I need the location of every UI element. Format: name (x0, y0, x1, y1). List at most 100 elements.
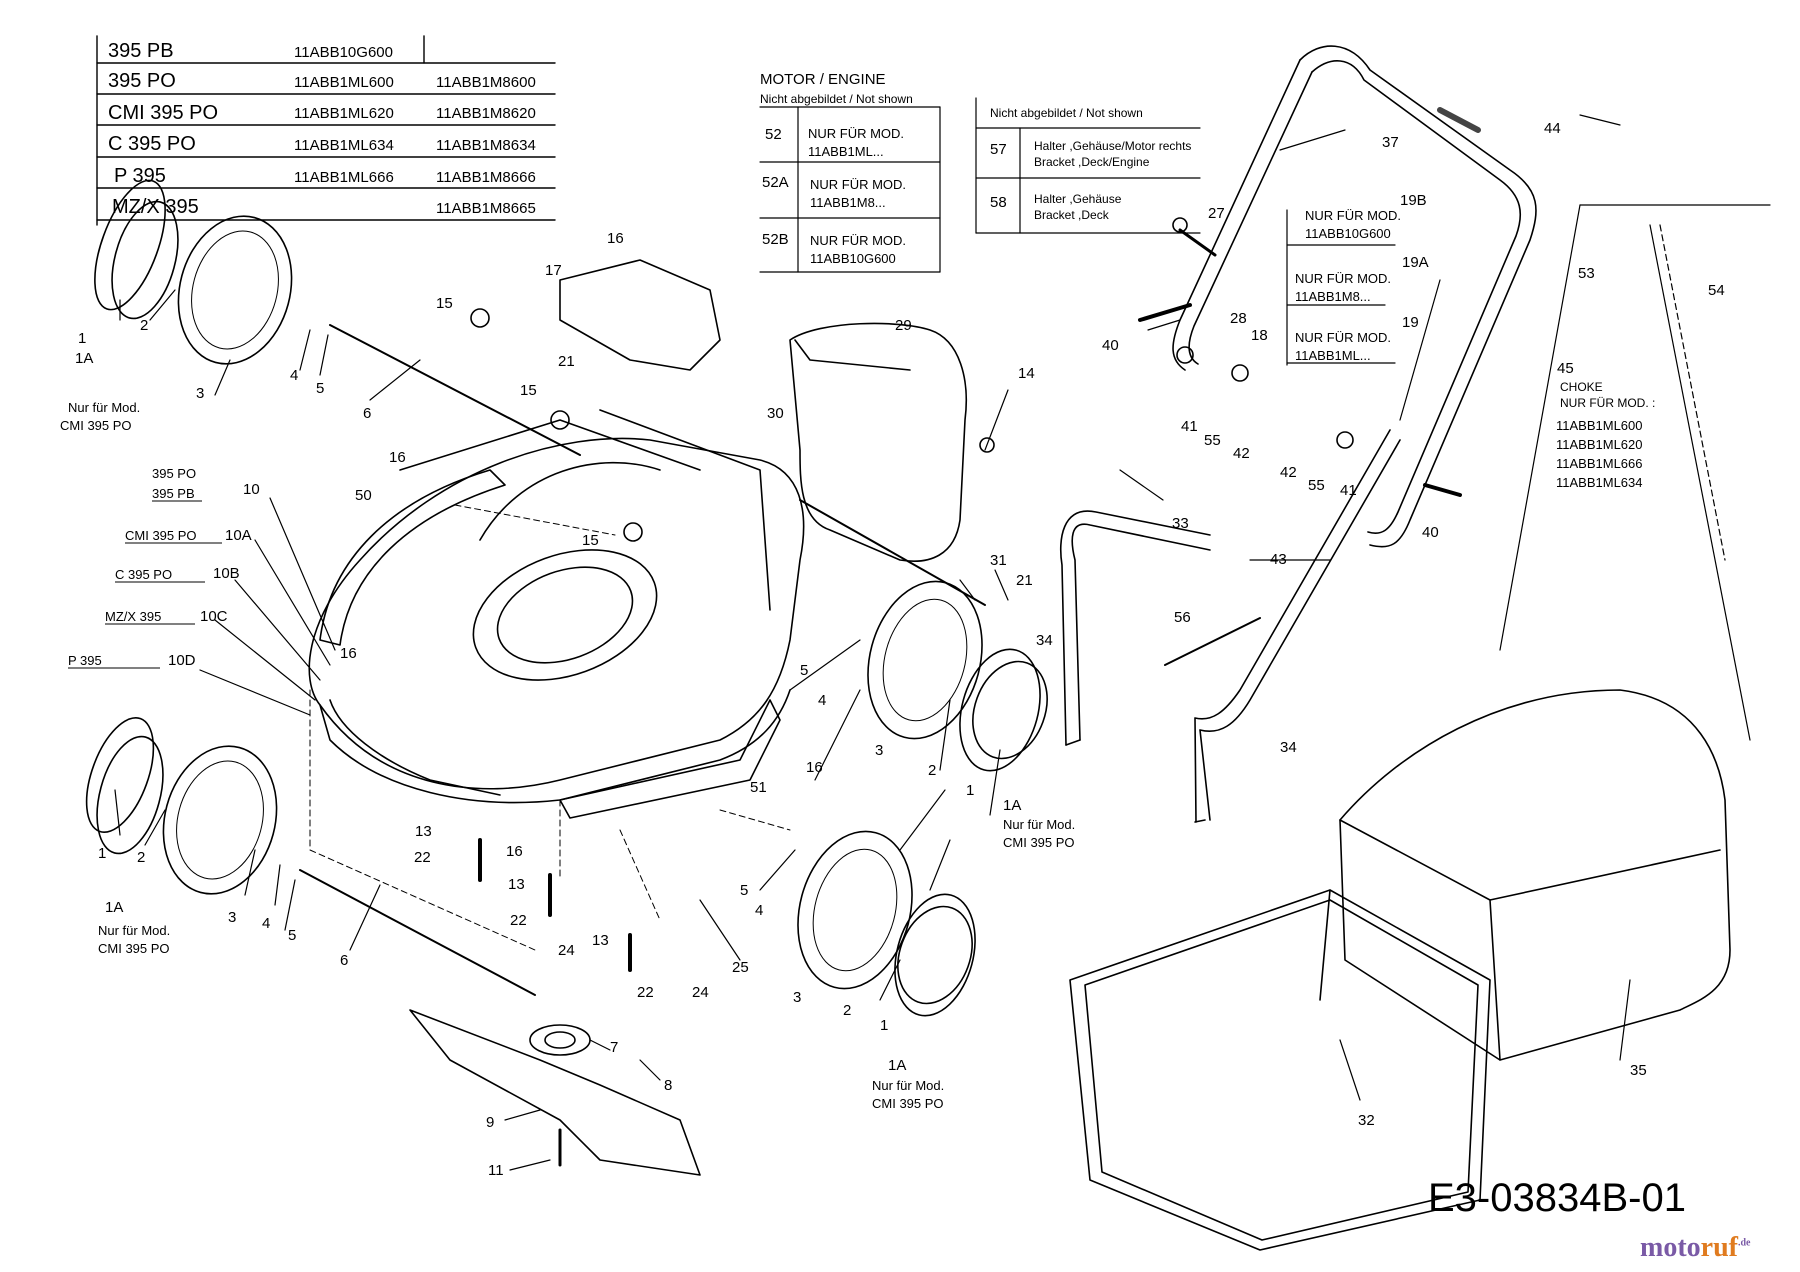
brand-suffix: .de (1737, 1237, 1751, 1249)
label-15b: 15 (520, 382, 537, 399)
choke-note-model-1: 11ABB1ML620 (1556, 437, 1643, 452)
label-40b: 40 (1422, 524, 1439, 541)
diagram-code: E3-03834B-01 (1428, 1176, 1686, 1220)
label-6b: 6 (340, 952, 348, 969)
label-2b: 2 (928, 762, 936, 779)
model-part-b: 11ABB1M8634 (436, 137, 536, 154)
hub-caps (85, 179, 1048, 1005)
label-22a: 22 (414, 849, 431, 866)
front-left-wheel (96, 735, 278, 895)
cable-note-19a-line2: 11ABB1M8... (1295, 289, 1371, 304)
label-55b: 55 (1308, 477, 1325, 494)
choke-note: CHOKE NUR FÜR MOD. : 11ABB1ML600 11ABB1M… (1556, 380, 1655, 490)
model-part-a: 11ABB10G600 (294, 44, 393, 61)
label-8: 8 (664, 1077, 672, 1094)
catcher-frame (1069, 889, 1491, 1251)
mower-deck (308, 409, 805, 804)
bracket-row-0-line1: Halter ,Gehäuse/Motor rechts (1034, 139, 1192, 153)
label-25: 25 (732, 959, 749, 976)
label-16e: 16 (506, 843, 523, 860)
label-32: 32 (1358, 1112, 1375, 1129)
model-part-b: 11ABB1M8620 (436, 105, 536, 122)
model-name: 395 PO (108, 70, 176, 92)
model-name: CMI 395 PO (108, 102, 219, 124)
wheel-note-1a-line2: CMI 395 PO (60, 418, 132, 433)
label-42a: 42 (1233, 445, 1250, 462)
label-18: 18 (1251, 327, 1268, 344)
label-2a: 2 (140, 317, 148, 334)
rear-flap (789, 322, 968, 562)
model-part-b: 11ABB1M8666 (436, 169, 536, 186)
leader-lines (114, 114, 1631, 1171)
motor-row-1-line2: 11ABB1M8... (810, 195, 886, 210)
label-40a: 40 (1102, 337, 1119, 354)
wheel-notes: 1A Nur für Mod. CMI 395 PO 1A Nur für Mo… (60, 350, 1075, 1111)
part-number-labels: 1 2 3 4 5 6 16 17 15 21 15 16 50 15 16 2… (78, 120, 1725, 1179)
label-50: 50 (355, 487, 372, 504)
motor-row-1-line1: NUR FÜR MOD. (810, 177, 907, 192)
label-1a: 1 (78, 330, 86, 347)
label-13c: 13 (592, 932, 609, 949)
choke-note-model-3: 11ABB1ML634 (1556, 475, 1643, 490)
label-54: 54 (1708, 282, 1725, 299)
label-41b: 41 (1340, 482, 1357, 499)
blade-assembly (409, 1009, 701, 1176)
label-3b: 3 (875, 742, 883, 759)
cable-note-19b-line1: NUR FÜR MOD. (1305, 208, 1401, 223)
label-42b: 42 (1280, 464, 1297, 481)
label-3a: 3 (196, 385, 204, 402)
lower-handle (1059, 429, 1401, 823)
motor-row-2-num: 52B (762, 231, 789, 248)
choke-note-model-2: 11ABB1ML666 (1556, 456, 1643, 471)
model-table-lines (96, 35, 556, 226)
label-55a: 55 (1204, 432, 1221, 449)
label-2d: 2 (137, 849, 145, 866)
choke-note-title: CHOKE (1560, 380, 1603, 394)
label-33: 33 (1172, 515, 1189, 532)
cable-note-19a-line1: NUR FÜR MOD. (1295, 271, 1391, 286)
label-43: 43 (1270, 551, 1287, 568)
deck-variant-3-model: C 395 PO (115, 567, 172, 582)
label-4c: 4 (755, 902, 763, 919)
deck-variant-3-part: 10B (213, 565, 240, 582)
brand-part1: moto (1640, 1232, 1701, 1263)
motor-row-1-num: 52A (762, 174, 789, 191)
assembly-guides (309, 504, 791, 951)
label-35: 35 (1630, 1062, 1647, 1079)
choke-note-model-0: 11ABB1ML600 (1556, 418, 1643, 433)
label-4b: 4 (818, 692, 826, 709)
label-44: 44 (1544, 120, 1561, 137)
deck-variant-4-model: MZ/X 395 (105, 609, 161, 624)
label-17: 17 (545, 262, 562, 279)
label-5d: 5 (288, 927, 296, 944)
label-11: 11 (488, 1162, 504, 1179)
bracket-table-subtitle: Nicht abgebildet / Not shown (990, 106, 1143, 120)
deck-variant-0-model: 395 PO (152, 466, 196, 481)
wheel-note-1d-line2: CMI 395 PO (872, 1096, 944, 1111)
model-name: C 395 PO (108, 133, 196, 155)
label-2c: 2 (843, 1002, 851, 1019)
deck-variant-list: 395 PO 395 PB 10 CMI 395 PO 10A C 395 PO… (68, 466, 260, 669)
motor-table-title: MOTOR / ENGINE (760, 71, 886, 88)
label-27: 27 (1208, 205, 1225, 222)
motor-table-subtitle: Nicht abgebildet / Not shown (760, 92, 913, 106)
deck-variant-5-model: P 395 (68, 653, 102, 668)
label-34a: 34 (1036, 632, 1053, 649)
rear-left-wheel (111, 200, 293, 365)
grass-bag (1339, 689, 1731, 1061)
choke-note-line: NUR FÜR MOD. : (1560, 396, 1655, 410)
wheel-note-1d-line1: Nur für Mod. (872, 1078, 944, 1093)
wheel-note-1b-line1: Nur für Mod. (98, 923, 170, 938)
motor-row-0-line2: 11ABB1ML... (808, 144, 884, 159)
motor-row-2-line2: 11ABB10G600 (810, 251, 896, 266)
label-3c: 3 (793, 989, 801, 1006)
brand-logo: motoruf.de (1640, 1232, 1750, 1264)
model-name: MZ/X 395 (112, 196, 199, 218)
model-part-a: 11ABB1ML666 (294, 169, 394, 186)
wheel-note-1b-part: 1A (105, 899, 123, 916)
label-16a: 16 (607, 230, 624, 247)
top-cover (559, 259, 721, 371)
cable-note-lines (1286, 209, 1396, 366)
wheel-note-1d-part: 1A (888, 1057, 906, 1074)
cable-note-19a-id: 19A (1402, 254, 1429, 271)
